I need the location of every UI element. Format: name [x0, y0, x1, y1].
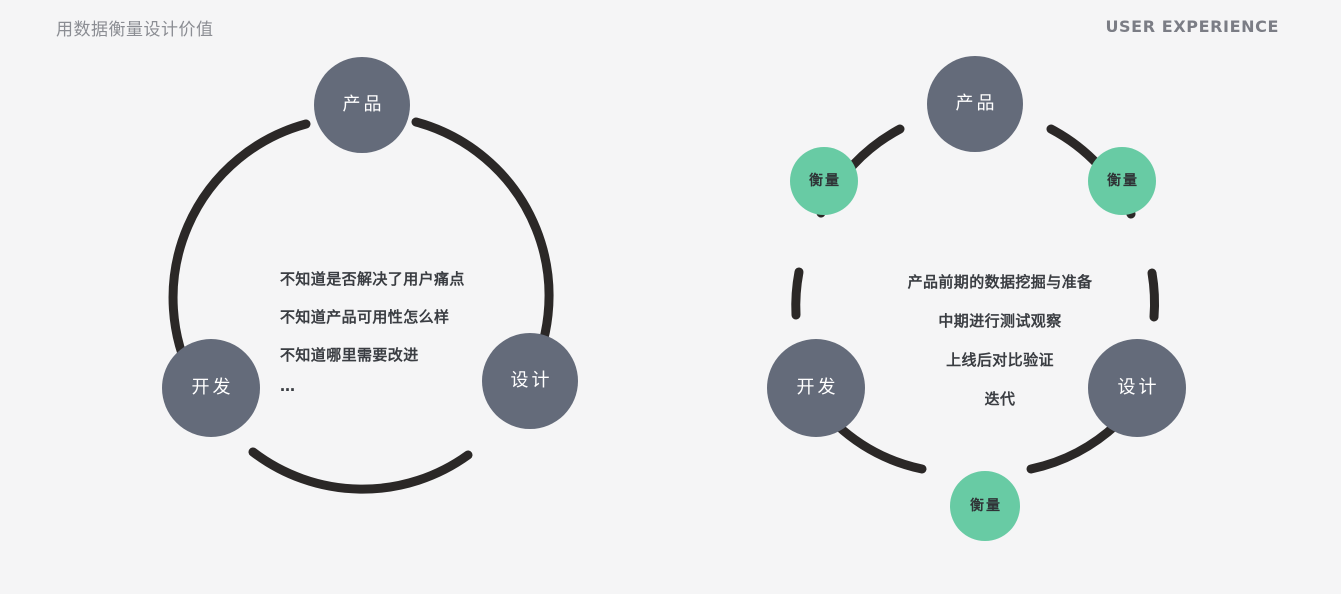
left-center-line-4: … — [280, 377, 296, 395]
header-section-label: USER EXPERIENCE — [1105, 17, 1279, 36]
right-center-line-3: 上线后对比验证 — [946, 351, 1054, 369]
arc-dev-to-measure-left — [791, 267, 804, 320]
node-right-design[interactable]: 设计 — [1088, 339, 1186, 437]
node-left-design[interactable]: 设计 — [482, 333, 578, 429]
left-cycle-center-text: 不知道是否解决了用户痛点 不知道产品可用性怎么样 不知道哪里需要改进 … — [280, 260, 465, 398]
node-right-measure-upper-left-label: 衡量 — [809, 173, 841, 189]
node-left-dev[interactable]: 开发 — [162, 339, 260, 437]
node-left-design-label: 设计 — [510, 370, 553, 391]
node-right-dev[interactable]: 开发 — [767, 339, 865, 437]
left-cycle-diagram: 产品 设计 开发 不知道是否解决了用户痛点 不知道产品可用性怎么样 不知道哪里需… — [120, 56, 640, 594]
node-right-measure-upper-right[interactable]: 衡量 — [1088, 147, 1156, 215]
left-center-line-3: 不知道哪里需要改进 — [280, 346, 419, 364]
right-cycle-center-text: 产品前期的数据挖掘与准备 中期进行测试观察 上线后对比验证 迭代 — [740, 263, 1260, 419]
node-right-measure-upper-left[interactable]: 衡量 — [790, 147, 858, 215]
arc-measure-right-to-design — [1147, 268, 1160, 322]
diagram-stage: 产品 设计 开发 不知道是否解决了用户痛点 不知道产品可用性怎么样 不知道哪里需… — [0, 56, 1341, 594]
right-cycle-diagram: 产品 衡量 设计 衡量 开发 衡量 产品前期的数据挖掘与准备 中期进行测试观察 … — [740, 56, 1260, 594]
node-left-product-label: 产品 — [342, 94, 385, 115]
page-title: 用数据衡量设计价值 — [56, 20, 214, 40]
page-header: 用数据衡量设计价值 USER EXPERIENCE — [0, 0, 1341, 56]
node-left-product[interactable]: 产品 — [314, 57, 410, 153]
right-center-line-2: 中期进行测试观察 — [938, 312, 1062, 330]
node-right-measure-bottom-label: 衡量 — [970, 498, 1002, 514]
left-center-line-1: 不知道是否解决了用户痛点 — [280, 270, 465, 288]
arc-dev-to-product — [168, 119, 311, 387]
node-right-measure-upper-right-label: 衡量 — [1107, 173, 1139, 189]
arc-design-to-dev — [248, 447, 473, 494]
right-center-line-1: 产品前期的数据挖掘与准备 — [907, 273, 1093, 291]
node-left-dev-label: 开发 — [191, 377, 234, 398]
arc-measure-bottom-to-dev — [832, 420, 927, 474]
arc-design-to-measure-bottom — [1026, 419, 1122, 474]
node-right-product-label: 产品 — [955, 93, 998, 114]
right-center-line-4: 迭代 — [984, 390, 1016, 408]
node-right-measure-bottom[interactable]: 衡量 — [950, 471, 1020, 541]
node-right-dev-label: 开发 — [796, 377, 839, 398]
node-right-product[interactable]: 产品 — [927, 56, 1023, 152]
left-center-line-2: 不知道产品可用性怎么样 — [280, 308, 450, 326]
node-right-design-label: 设计 — [1117, 377, 1160, 398]
